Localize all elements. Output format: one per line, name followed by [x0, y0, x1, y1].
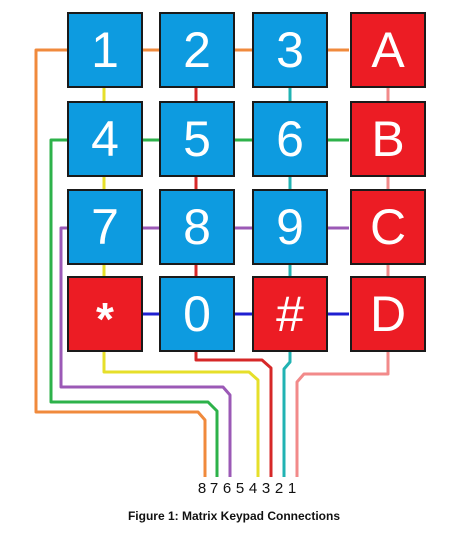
pin-label: 4: [248, 480, 258, 497]
col2-pin-wire: [194, 352, 273, 477]
col3-pin-wire: [282, 352, 292, 477]
row-wires: [143, 48, 349, 316]
key-1[interactable]: 1: [67, 12, 143, 88]
key-d[interactable]: D: [350, 276, 426, 352]
row2-pin-wire: [49, 138, 219, 477]
col1-pin-wire: [102, 352, 260, 477]
pin-label: 2: [274, 480, 284, 497]
key-7[interactable]: 7: [67, 189, 143, 265]
key-b[interactable]: B: [350, 101, 426, 177]
pin-label: 1: [287, 480, 297, 497]
key-3[interactable]: 3: [252, 12, 328, 88]
key-5[interactable]: 5: [159, 101, 235, 177]
row1-pin-wire: [34, 48, 207, 477]
key-2[interactable]: 2: [159, 12, 235, 88]
pin-label: 6: [222, 480, 232, 497]
key-hash[interactable]: #: [252, 276, 328, 352]
key-6[interactable]: 6: [252, 101, 328, 177]
row3-pin-wire: [59, 226, 232, 477]
key-9[interactable]: 9: [252, 189, 328, 265]
col4-pin-wire: [295, 352, 390, 477]
key-4[interactable]: 4: [67, 101, 143, 177]
key-0[interactable]: 0: [159, 276, 235, 352]
pin-label: 5: [235, 480, 245, 497]
pin-wires: [34, 48, 390, 477]
column-wires: [102, 88, 390, 276]
figure-caption: Figure 1: Matrix Keypad Connections: [127, 509, 341, 523]
pin-label: 8: [197, 480, 207, 497]
pin-label: 3: [261, 480, 271, 497]
key-star[interactable]: *: [67, 276, 143, 352]
key-a[interactable]: A: [350, 12, 426, 88]
pin-label: 7: [209, 480, 219, 497]
key-c[interactable]: C: [350, 189, 426, 265]
key-8[interactable]: 8: [159, 189, 235, 265]
